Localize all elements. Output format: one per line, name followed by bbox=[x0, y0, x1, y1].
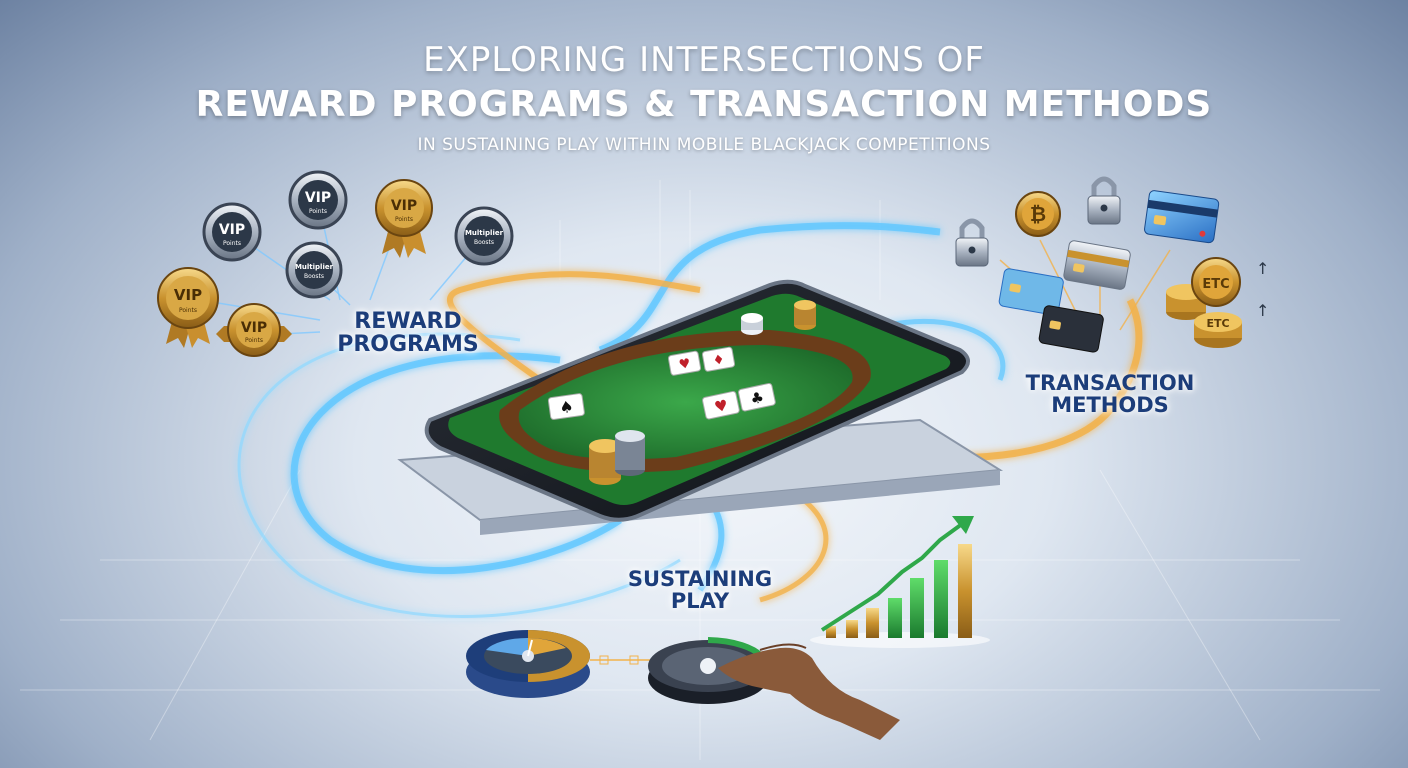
multiplier-boosts-badge-2: Multiplier Boosts bbox=[285, 241, 343, 299]
bitcoin-symbol: ₿ bbox=[1030, 202, 1046, 226]
etc-coin-stack-bottom: ETC bbox=[1194, 312, 1242, 348]
playing-card-diamonds: ♦ bbox=[701, 346, 736, 372]
padlock-icon-left bbox=[955, 218, 989, 267]
title-line-1: EXPLORING INTERSECTIONS OF bbox=[423, 40, 985, 80]
progress-dial-left bbox=[466, 630, 590, 698]
progress-dial-right bbox=[648, 637, 768, 704]
reward-label-line-2: PROGRAMS bbox=[337, 332, 479, 358]
badge-boosts-text: Boosts bbox=[474, 239, 494, 246]
playing-card-hearts-2: ♥ bbox=[702, 390, 740, 420]
badge-points-text: Points bbox=[309, 208, 327, 215]
credit-card-icon-blue bbox=[1144, 190, 1220, 244]
flow-ribbon-blue-left-outer bbox=[237, 332, 681, 618]
svg-text:♥: ♥ bbox=[678, 356, 692, 373]
vip-points-gold-banner-badge: VIP Points bbox=[216, 303, 292, 357]
badge-multiplier-text: Multiplier bbox=[295, 263, 334, 271]
flow-ribbon-blue-left bbox=[290, 352, 622, 575]
credit-card-icon-dark bbox=[1038, 305, 1104, 353]
reward-label-line-1: REWARD bbox=[354, 309, 462, 334]
svg-text:♥: ♥ bbox=[713, 396, 730, 416]
svg-text:♦: ♦ bbox=[712, 352, 726, 369]
badge-vip-text: VIP bbox=[174, 286, 202, 304]
credit-card-icon-silver bbox=[1063, 240, 1131, 290]
growth-bar bbox=[866, 608, 879, 638]
flow-ribbon-gold-left bbox=[446, 271, 701, 383]
vip-points-gold-ribbon-badge-1: VIP Points bbox=[375, 179, 433, 258]
etc-coin-text: ETC bbox=[1206, 317, 1229, 330]
vip-points-badge-2: VIP Points bbox=[288, 170, 348, 230]
badge-boosts-text: Boosts bbox=[304, 273, 324, 280]
growth-bar bbox=[826, 626, 836, 638]
chip-stack-back bbox=[741, 300, 816, 335]
vip-points-gold-ribbon-badge-2: VIP Points bbox=[157, 267, 219, 348]
badge-vip-text: VIP bbox=[391, 198, 417, 214]
multiplier-boosts-badge-1: Multiplier Boosts bbox=[454, 206, 514, 266]
growth-bar bbox=[958, 544, 972, 638]
badge-points-text: Points bbox=[179, 307, 197, 314]
flow-ribbon-blue-top bbox=[598, 222, 941, 354]
playing-card-spade: ♠ bbox=[547, 393, 585, 420]
arrow-up-icon: ↑ bbox=[1256, 301, 1269, 320]
title-line-3: IN SUSTAINING PLAY WITHIN MOBILE BLACKJA… bbox=[417, 135, 991, 155]
svg-text:♠: ♠ bbox=[558, 397, 575, 418]
growth-bar bbox=[846, 620, 858, 638]
etc-coin-text: ETC bbox=[1202, 277, 1229, 292]
reward-programs-label: REWARD PROGRAMS bbox=[318, 310, 498, 356]
bitcoin-coin-icon: ₿ bbox=[1015, 191, 1061, 237]
etc-coin-stack-top: ETC bbox=[1166, 257, 1241, 320]
title-block: EXPLORING INTERSECTIONS OF REWARD PROGRA… bbox=[0, 40, 1408, 155]
badge-vip-text: VIP bbox=[305, 190, 331, 206]
badge-points-text: Points bbox=[245, 337, 263, 344]
growth-bar-chart bbox=[810, 516, 990, 648]
dial-connector bbox=[590, 655, 650, 665]
pointing-hand-icon bbox=[718, 643, 900, 740]
transaction-label-line-1: TRANSACTION bbox=[1025, 371, 1195, 395]
badge-points-text: Points bbox=[395, 216, 413, 223]
padlock-icon-top bbox=[1087, 176, 1121, 225]
growth-bar bbox=[934, 560, 948, 638]
badge-multiplier-text: Multiplier bbox=[465, 229, 504, 237]
growth-trend-arrow bbox=[820, 522, 964, 632]
growth-bar bbox=[910, 578, 924, 638]
badge-vip-text: VIP bbox=[219, 222, 245, 238]
title-line-2: REWARD PROGRAMS & TRANSACTION METHODS bbox=[195, 84, 1213, 125]
chip-stack-front bbox=[589, 430, 645, 485]
blackjack-table-felt bbox=[518, 345, 853, 460]
transaction-methods-label: TRANSACTION METHODS bbox=[1000, 372, 1220, 416]
sustain-label-line-1: SUSTAINING bbox=[627, 567, 773, 591]
arrow-up-icon: ↑ bbox=[1256, 259, 1269, 278]
playing-card-clubs: ♣ bbox=[738, 382, 776, 412]
playing-card-hearts: ♥ bbox=[667, 350, 702, 376]
growth-bar bbox=[888, 598, 902, 638]
badge-vip-text: VIP bbox=[241, 320, 267, 336]
sustain-label-line-2: PLAY bbox=[670, 589, 730, 614]
sustaining-play-label: SUSTAINING PLAY bbox=[600, 568, 800, 612]
vip-points-badge-1: VIP Points bbox=[202, 202, 262, 262]
badge-points-text: Points bbox=[223, 240, 241, 247]
svg-text:♣: ♣ bbox=[749, 388, 766, 408]
transaction-label-line-2: METHODS bbox=[1051, 393, 1169, 418]
smartphone: ♠ ♥ ♦ ♥ ♣ bbox=[424, 279, 970, 522]
credit-card-icon-light-blue bbox=[998, 268, 1064, 316]
